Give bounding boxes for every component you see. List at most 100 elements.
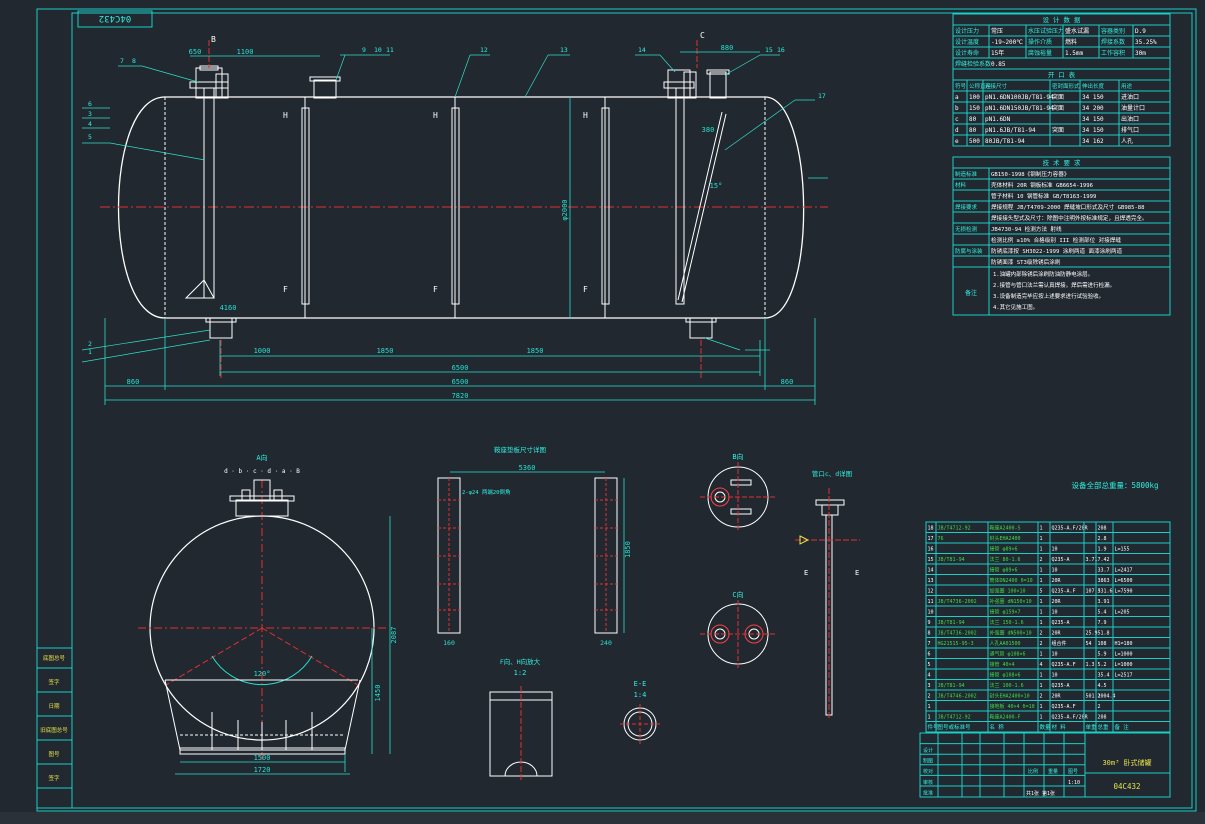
dim-diameter-2000: φ2000 (561, 199, 569, 220)
detail-f-scale: 1:2 (514, 669, 527, 677)
part-cell: 1 (1040, 610, 1043, 616)
part-cell: 补强圈 dN500×10 (990, 630, 1032, 637)
dim-240: 240 (600, 639, 612, 647)
part-cell: 5 (1040, 589, 1043, 595)
detail-e-e: E-E 1:4 (620, 680, 660, 744)
callout-5: 5 (88, 133, 92, 141)
nozzle-cell: 进油口 (1121, 93, 1139, 101)
weight-label: 设备全部总重量：5800kg (1071, 480, 1158, 490)
design-data-cell: 30m (1135, 50, 1146, 57)
design-data-cell: 焊接系数 (1101, 38, 1125, 46)
part-cell: 107.3 (1086, 589, 1101, 595)
tech-value: 焊接接头型式及尺寸：除图中注明外按标准规定，且焊透完全。 (991, 214, 1148, 222)
part-cell: 10 (1052, 652, 1058, 658)
part-cell: 10 (1052, 673, 1058, 679)
title-block-scale-label: 比例 (1028, 768, 1038, 775)
part-cell: 1 (928, 715, 931, 721)
tech-value: 焊接规程 JB/T4709-2000 焊缝坡口形式及尺寸 GB985-88 (991, 203, 1145, 211)
part-cell: 1 (1040, 599, 1043, 605)
part-cell: 人孔AA01500 (990, 640, 1021, 647)
part-cell: Q235-A.F (1052, 662, 1076, 668)
dim-6500-total: 6500 (452, 378, 469, 386)
dim-1000: 1000 (254, 347, 271, 355)
part-cell: 1 (1040, 568, 1043, 574)
pipe-detail-title: 管口c、d详图 (812, 469, 852, 478)
callout-17: 17 (818, 92, 826, 100)
tech-note: 3.设备制造完毕应按上述要求进行试验验收。 (993, 292, 1104, 300)
title-block-weight-label: 重量 (1048, 768, 1058, 775)
part-cell: L=2517 (1115, 673, 1133, 679)
left-strip-label: 签字 (48, 678, 60, 686)
view-c: C向 (700, 590, 776, 668)
nozzle-cell: 34 150 (1082, 116, 1104, 123)
nozzle-cell: 油量计口 (1121, 104, 1145, 112)
nozzle-cell: a (955, 94, 959, 101)
part-cell: 208 (1098, 715, 1107, 721)
part-cell: 2 (1040, 631, 1043, 637)
tech-label: 制造标准 (955, 170, 978, 178)
part-cell: JB/T4746-2002 (938, 694, 977, 700)
section-mark-f1: F (283, 285, 288, 294)
tech-label: 焊接要求 (955, 203, 978, 211)
part-cell: Q235-A (1052, 557, 1070, 563)
detail-f-title: F向、H向放大 (500, 657, 541, 666)
dim-5360: 5360 (519, 464, 536, 472)
part-cell: 法兰 80-1.6 (990, 556, 1021, 563)
end-view-a-title: A向 (256, 453, 267, 462)
end-view-dimensions (175, 516, 391, 775)
part-cell: 5.2 (1098, 662, 1107, 668)
saddle-angle-label: 120° (254, 670, 271, 678)
part-cell: 15 (928, 557, 934, 563)
nozzle-cell: d (955, 127, 959, 134)
dim-650: 650 (189, 48, 202, 56)
nozzle-cell: 150 (969, 105, 980, 112)
top-nozzles (189, 65, 730, 99)
callout-8: 8 (132, 57, 136, 65)
drawing-stamp: 04C432 (77, 10, 153, 28)
nozzle-cell: 80JB/T81-94 (985, 138, 1025, 145)
nozzle-header-cell: 用途 (1121, 82, 1133, 90)
saddle-angle-arc (211, 655, 313, 686)
title-block-label: 校对 (923, 768, 933, 775)
design-data-cell: 设计寿命 (955, 49, 979, 57)
dim-860-right: 860 (781, 378, 794, 386)
part-cell: 10 (1052, 547, 1058, 553)
callout-15: 15 (765, 46, 773, 54)
nozzle-header-cell: 伸出长度 (1082, 82, 1105, 90)
pipe-detail: 管口c、d详图 E E (795, 469, 860, 720)
part-cell: 鞍座A2400-S (990, 525, 1021, 532)
detail-f-outline (489, 691, 553, 777)
nozzle-cell: 34 200 (1082, 105, 1104, 112)
part-cell: 531.6 (1098, 589, 1113, 595)
tech-note: 4.其它见施工图。 (993, 303, 1038, 311)
part-cell: 1 (1040, 683, 1043, 689)
part-cell: 11 (928, 599, 934, 605)
nozzle-cell: c (955, 116, 959, 123)
left-strip-label: 旧底图总号 (40, 726, 68, 734)
part-cell: Q235-A.F/20R (1052, 526, 1089, 532)
nozzle-header-cell: 密封面形式 (1052, 82, 1080, 90)
tech-note: 1.油罐内部除锈后涂刷防油防静电涂层。 (993, 270, 1093, 278)
part-header-cell: 单重 (1086, 723, 1098, 731)
design-data-cell: 腐蚀裕量 (1028, 49, 1052, 57)
design-data-cell: 水压试验压力 (1028, 27, 1064, 35)
part-cell: Q235-A.F (1052, 589, 1076, 595)
outer-frame (36, 8, 1197, 812)
part-cell: JB/T81-94 (938, 557, 965, 563)
nozzle-table-title: 开 口 表 (1048, 70, 1076, 79)
part-header-cell: 总重 (1098, 723, 1110, 731)
saddle-pad-note: 2-φ24 两端20倒角 (462, 488, 511, 496)
nozzle-header-cell: 连接尺寸 (985, 82, 1008, 90)
callout-leaders (81, 54, 828, 363)
stiffener-rings (301, 97, 610, 318)
part-cell: 2 (1098, 704, 1101, 710)
part-cell: 5.9 (1098, 652, 1107, 658)
left-strip-label: 签字 (48, 774, 60, 782)
part-cell: 1 (1040, 704, 1043, 710)
nozzle-cell: b (955, 105, 959, 112)
title-block-drawing-no-label: 图号 (1068, 769, 1078, 775)
design-data-cell: 15年 (991, 49, 1004, 57)
internal-pipes (184, 87, 727, 305)
part-cell: 7 (928, 641, 931, 647)
